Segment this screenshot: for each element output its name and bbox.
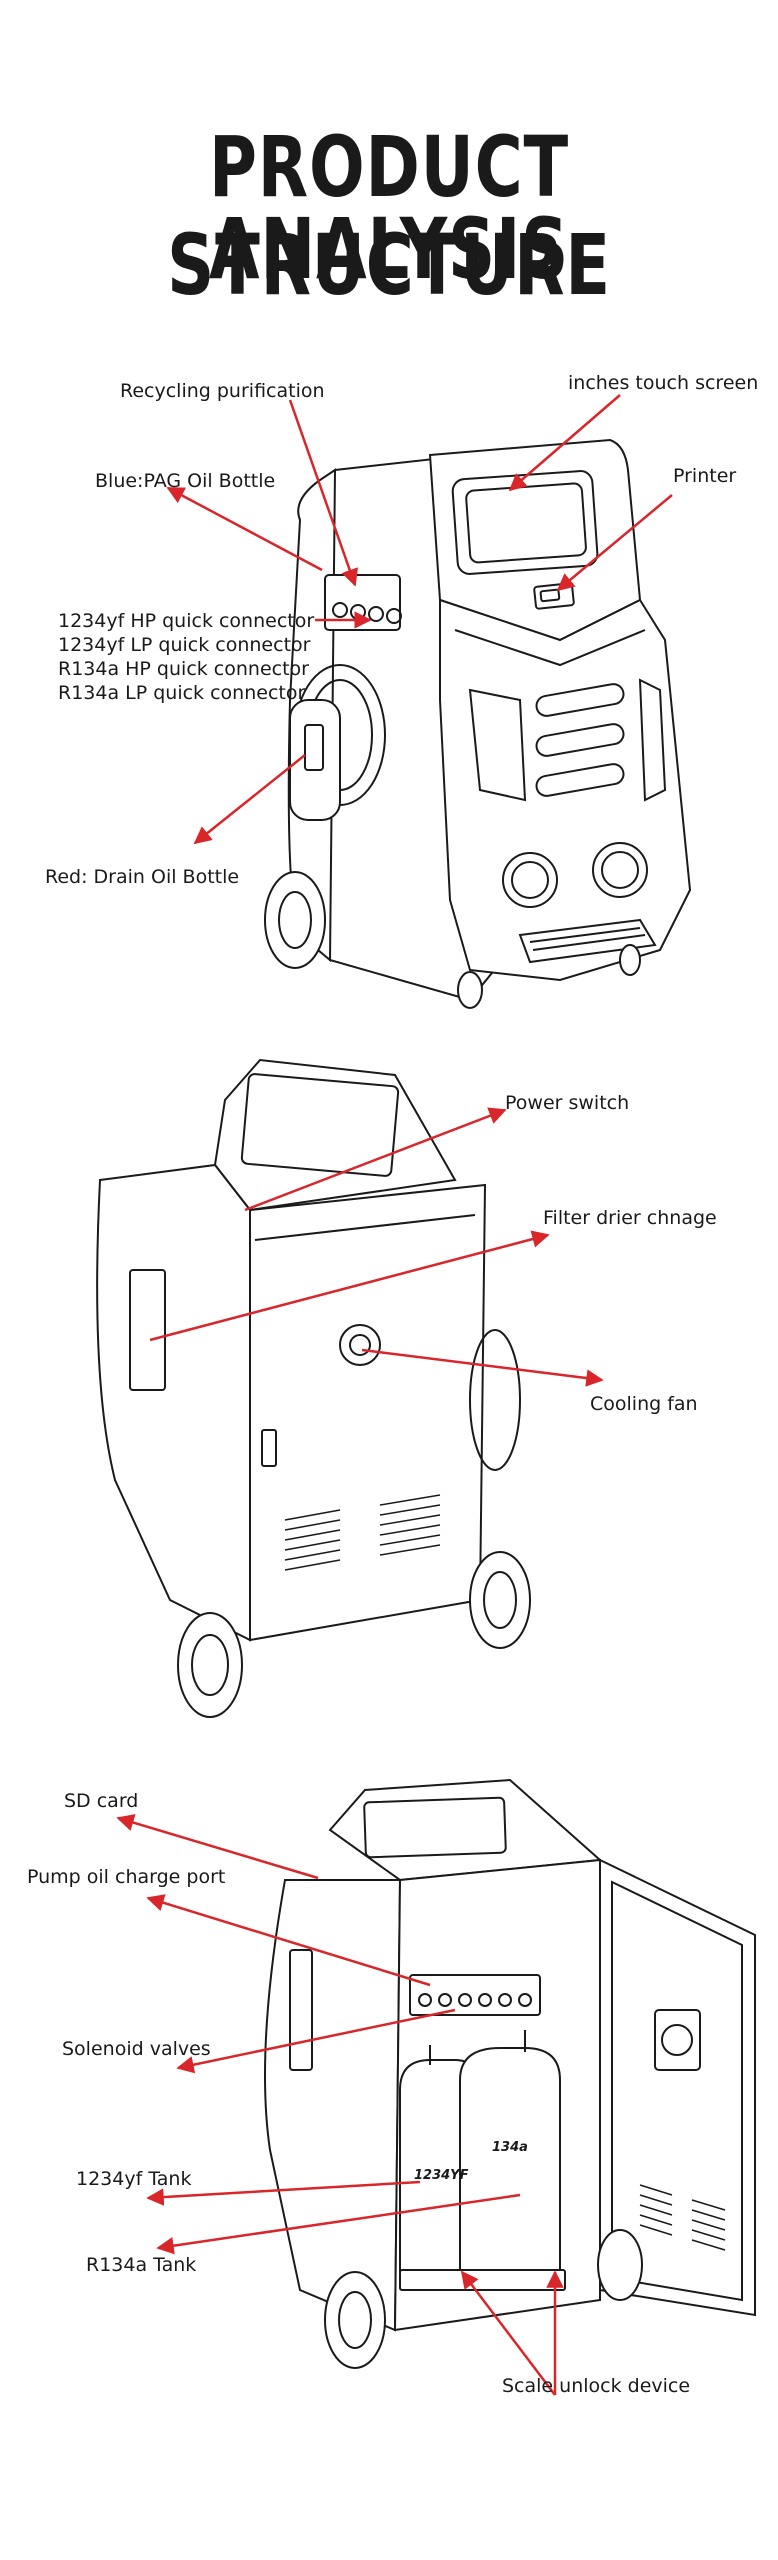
label-recycling-purification: Recycling purification	[120, 380, 325, 402]
arrow-cooling-fan	[361, 1348, 604, 1387]
label-scale-unlock-device: Scale unlock device	[502, 2375, 691, 2397]
arrow-pump-oil	[146, 1894, 431, 1987]
label-1234yf-lp-connector: 1234yf LP quick connector	[58, 634, 311, 656]
machine-rear-view	[96, 1058, 531, 1718]
page-title-line1: PRODUCT STRUCTURE	[167, 118, 611, 314]
arrow-r134a-tank	[156, 2193, 521, 2255]
label-pump-oil-charge-port: Pump oil charge port	[27, 1866, 226, 1888]
label-pag-oil-bottle: Blue:PAG Oil Bottle	[95, 470, 276, 492]
label-r134a-tank: R134a Tank	[86, 2254, 197, 2276]
machine-open-view	[264, 1778, 756, 2369]
tank-mark-1234yf: 1234YF	[414, 2168, 469, 2183]
arrow-touch-screen	[508, 394, 621, 492]
label-touch-screen: inches touch screen	[568, 372, 759, 394]
label-printer: Printer	[673, 465, 737, 487]
label-drain-oil-bottle: Red: Drain Oil Bottle	[45, 866, 240, 888]
tank-mark-r134a: 134a	[492, 2140, 528, 2155]
label-sd-card: SD card	[64, 1790, 139, 1812]
arrow-pag-oil	[166, 486, 323, 572]
label-power-switch: Power switch	[505, 1092, 630, 1114]
label-cooling-fan: Cooling fan	[590, 1393, 698, 1415]
label-1234yf-tank: 1234yf Tank	[76, 2168, 192, 2190]
panel2-pointers	[149, 1107, 604, 1387]
label-1234yf-hp-connector: 1234yf HP quick connector	[58, 610, 315, 632]
machine-front-view	[264, 438, 692, 1009]
panel3-pointers	[116, 1814, 564, 2396]
label-solenoid-valves: Solenoid valves	[62, 2038, 211, 2060]
arrow-sd-card	[116, 1814, 319, 1880]
arrow-filter-drier	[149, 1230, 550, 1342]
label-r134a-hp-connector: R134a HP quick connector	[58, 658, 309, 680]
arrow-power-switch	[244, 1107, 507, 1212]
label-r134a-lp-connector: R134a LP quick connector	[58, 682, 306, 704]
arrow-recycling	[288, 399, 359, 587]
arrow-1234yf-tank	[146, 2180, 421, 2206]
arrow-solenoid	[176, 2008, 456, 2074]
panel1-pointers	[166, 394, 673, 845]
label-filter-drier: Filter drier chnage	[543, 1207, 717, 1229]
page-title-line2: ANALYSIS	[208, 200, 570, 298]
arrow-printer	[556, 494, 673, 592]
arrow-scale-unlock-1	[460, 2270, 556, 2396]
arrow-drain-oil	[193, 754, 306, 845]
